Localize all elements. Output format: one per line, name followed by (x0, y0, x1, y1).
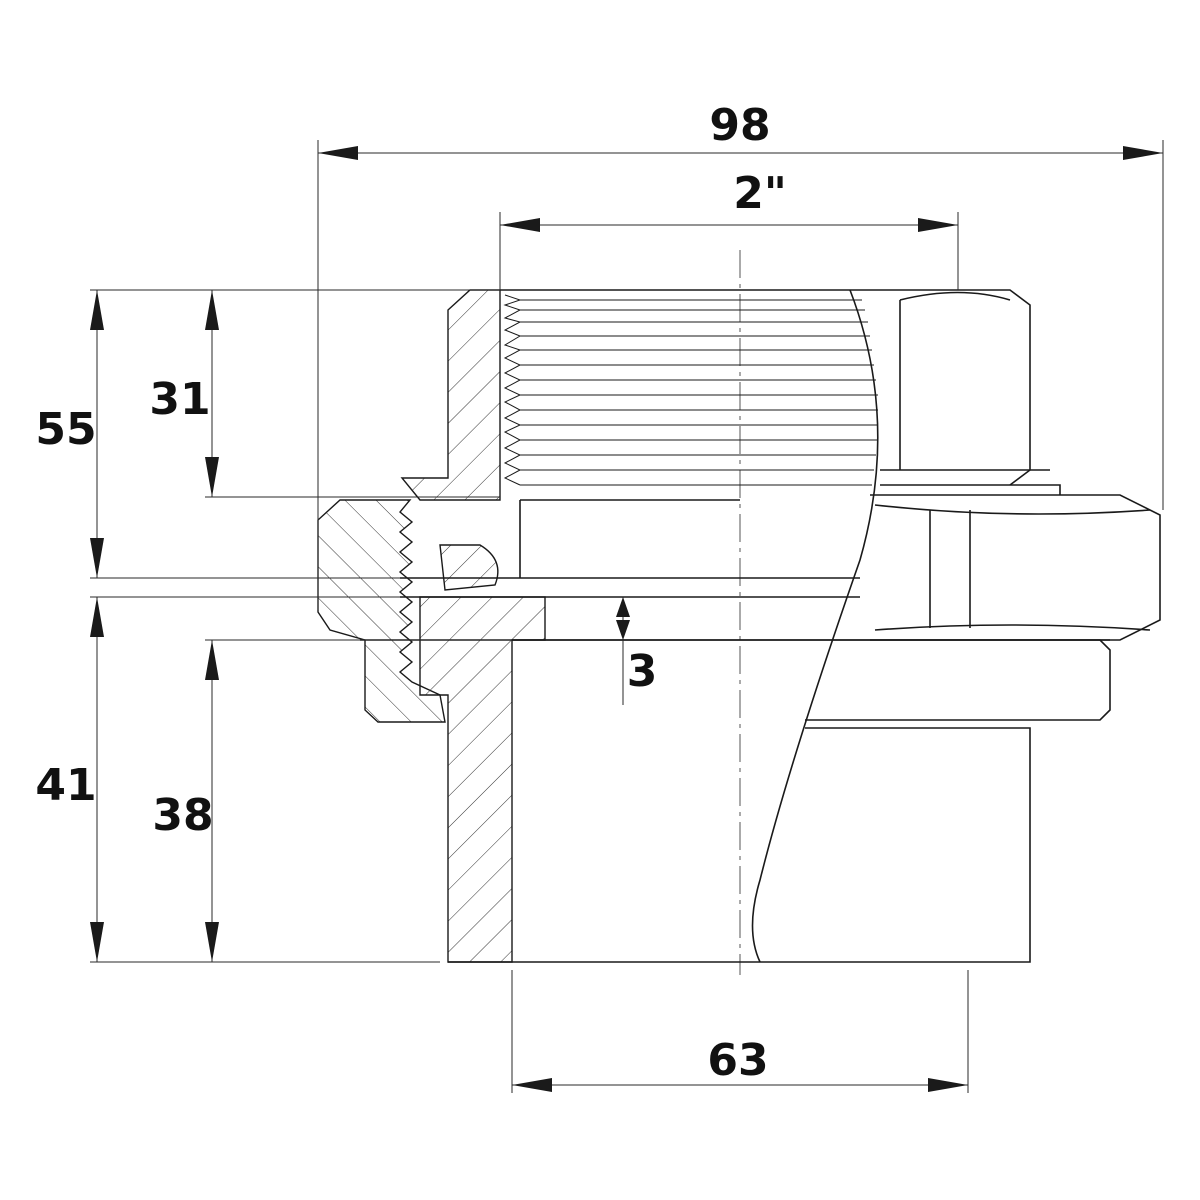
dim-label-thread-size: 2" (733, 168, 787, 219)
dim-thread-size: 2" (499, 168, 959, 290)
dim-label-upper-height: 31 (149, 374, 210, 425)
o-ring-seal (439, 544, 499, 591)
dim-label-total-upper-height: 55 (35, 404, 96, 455)
dim-label-socket-depth: 38 (152, 790, 213, 841)
union-nut (317, 494, 1161, 723)
internal-thread (503, 294, 878, 486)
dim-label-overall-width: 98 (709, 100, 770, 151)
upper-body (400, 289, 1061, 501)
dim-overall-width: 98 (317, 100, 1164, 610)
upper-body-section (400, 289, 501, 501)
tail-piece (419, 596, 1110, 963)
dim-label-socket-diameter: 63 (707, 1035, 768, 1086)
dim-upper-height: 31 (149, 290, 500, 498)
dim-label-gap: 3 (627, 646, 658, 697)
dim-socket-depth: 38 (152, 639, 512, 962)
union-nut-section (317, 499, 446, 723)
dim-label-lower-height: 41 (35, 760, 96, 811)
tail-piece-section (419, 596, 546, 963)
dim-total-upper-height: 55 (35, 289, 500, 579)
dim-gap: 3 (616, 597, 657, 705)
dim-socket-diameter: 63 (511, 970, 969, 1093)
dim-lower-height: 41 (35, 596, 440, 963)
break-line (751, 289, 879, 963)
